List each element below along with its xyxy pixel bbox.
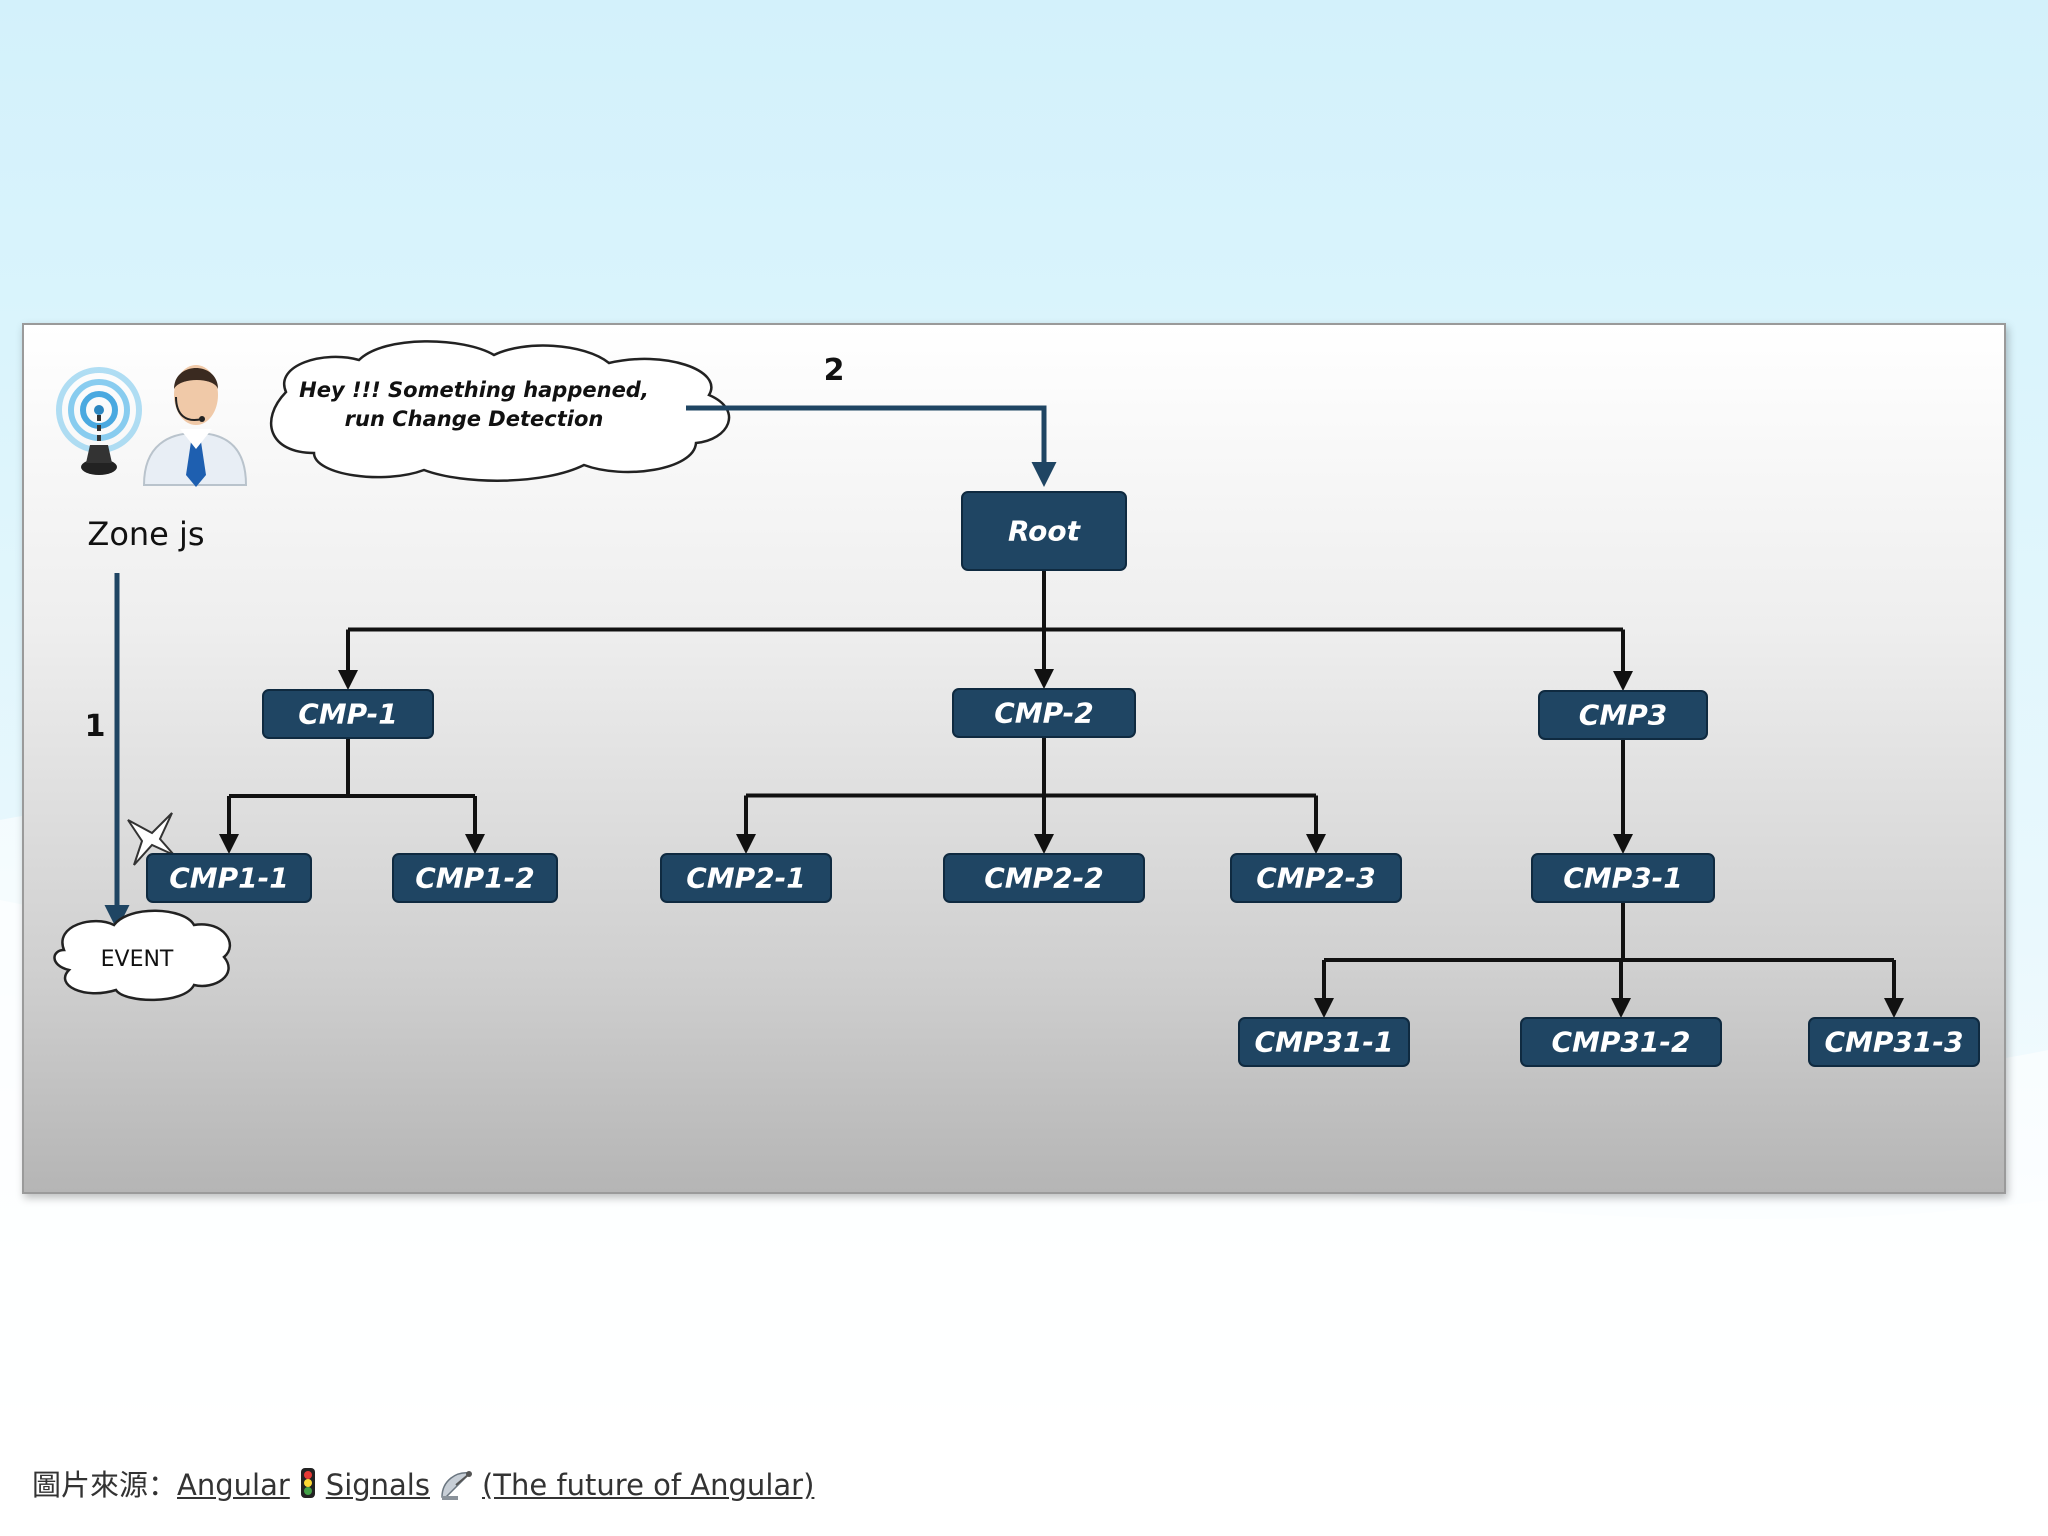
zone-js-label: Zone js <box>87 515 204 553</box>
node-cmp2-2: CMP2-2 <box>943 853 1145 903</box>
node-root: Root <box>961 491 1127 571</box>
credit-prefix: 圖片來源： <box>32 1468 178 1502</box>
event-label: EVENT <box>101 947 174 972</box>
node-label: CMP2-1 <box>686 862 806 895</box>
node-cmp1-1: CMP1-1 <box>146 853 312 903</box>
node-cmp2: CMP-2 <box>952 688 1136 738</box>
step-2-label: 2 <box>824 353 845 388</box>
diagram-canvas: Zone js Hey !!! Something happened, run … <box>53 340 1980 1067</box>
node-box <box>146 853 312 903</box>
node-box <box>660 853 832 903</box>
node-box <box>1538 690 1708 740</box>
traffic-light-icon <box>300 1467 316 1506</box>
node-label: CMP2-3 <box>1256 862 1376 895</box>
node-label: CMP1-1 <box>169 862 289 895</box>
speech-bubble-line-2: run Change Detection <box>345 407 604 431</box>
node-label: Root <box>1008 515 1082 548</box>
node-label: CMP31-2 <box>1551 1026 1690 1059</box>
node-box <box>1230 853 1402 903</box>
node-label: CMP2-2 <box>984 862 1104 895</box>
speech-bubble <box>269 340 731 482</box>
node-box <box>1520 1017 1722 1067</box>
credit-link-text-3: (The future of Angular) <box>481 1468 815 1502</box>
node-box <box>1808 1017 1980 1067</box>
step-2-arrow <box>686 405 1057 487</box>
node-cmp31-1: CMP31-1 <box>1238 1017 1410 1067</box>
event-cloud <box>53 909 231 1002</box>
node-cmp3: CMP3 <box>1538 690 1708 740</box>
node-box <box>943 853 1145 903</box>
antenna-icon <box>56 367 142 475</box>
change-detection-diagram: Zone js Hey !!! Something happened, run … <box>22 323 2006 1194</box>
node-cmp31-2: CMP31-2 <box>1520 1017 1722 1067</box>
satellite-dish-icon <box>438 1467 478 1508</box>
node-cmp2-3: CMP2-3 <box>1230 853 1402 903</box>
node-box <box>392 853 558 903</box>
node-box <box>1238 1017 1410 1067</box>
node-label: CMP1-2 <box>415 862 535 895</box>
image-credit: 圖片來源：Angular Signals (The future of Angula… <box>32 1462 814 1508</box>
speech-bubble-line-1: Hey !!! Something happened, <box>299 378 649 402</box>
node-cmp1-2: CMP1-2 <box>392 853 558 903</box>
node-box <box>961 491 1127 571</box>
node-cmp1: CMP-1 <box>262 689 434 739</box>
node-label: CMP-2 <box>994 697 1094 730</box>
tree-connectors <box>219 570 1904 1018</box>
person-icon <box>142 365 248 487</box>
node-box <box>1531 853 1715 903</box>
node-label: CMP-1 <box>298 698 398 731</box>
node-label: CMP31-1 <box>1254 1026 1393 1059</box>
credit-link-text-2: Signals <box>325 1468 430 1502</box>
node-label: CMP3-1 <box>1563 862 1683 895</box>
step-1-label: 1 <box>85 709 106 744</box>
credit-link[interactable]: Angular Signals (The future of Angular) <box>177 1468 814 1502</box>
node-cmp3-1: CMP3-1 <box>1531 853 1715 903</box>
node-cmp31-3: CMP31-3 <box>1808 1017 1980 1067</box>
credit-link-text-1: Angular <box>177 1468 290 1502</box>
node-cmp2-1: CMP2-1 <box>660 853 832 903</box>
node-box <box>952 688 1136 738</box>
node-label: CMP3 <box>1579 699 1667 732</box>
node-box <box>262 689 434 739</box>
node-label: CMP31-3 <box>1824 1026 1963 1059</box>
